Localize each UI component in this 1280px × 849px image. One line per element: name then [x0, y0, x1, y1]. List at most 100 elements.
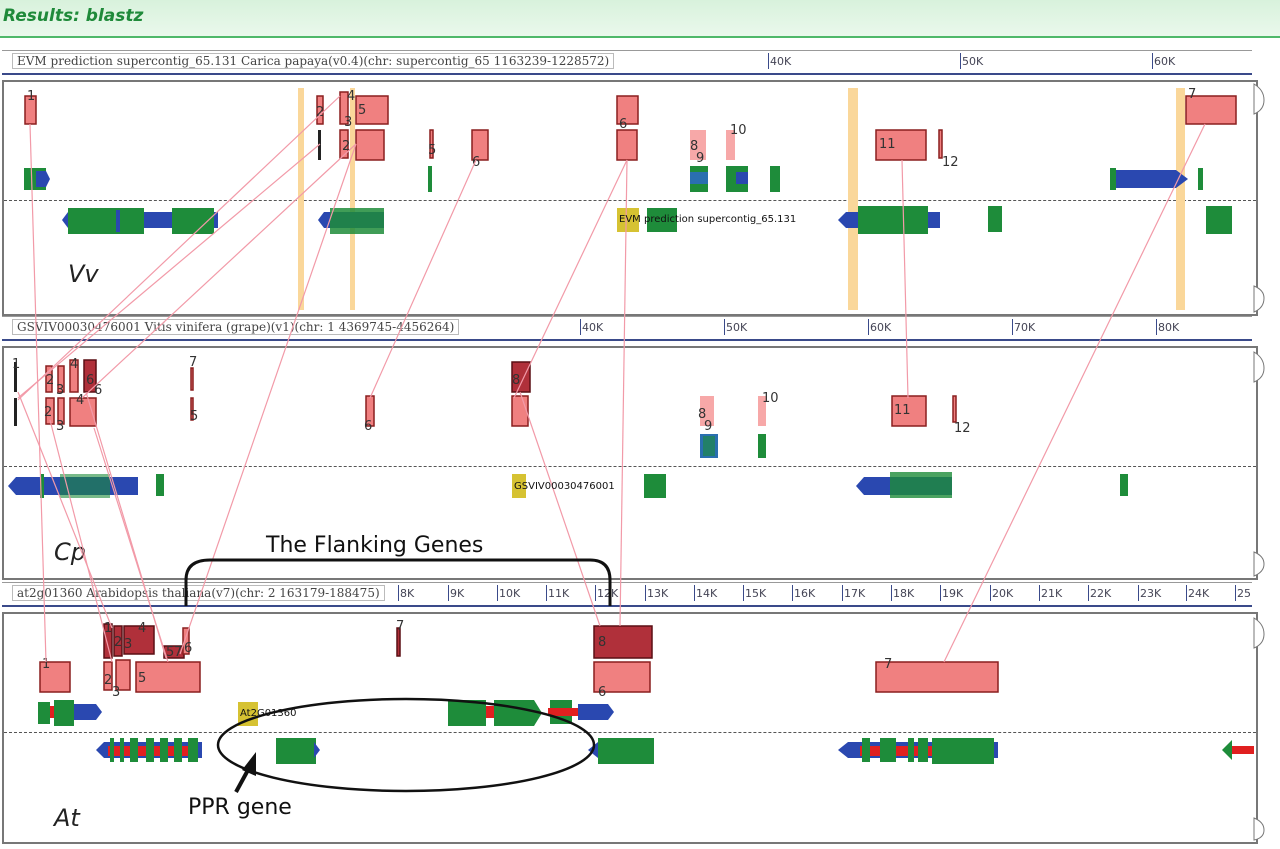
svg-text:5: 5 [190, 409, 198, 424]
svg-text:6: 6 [94, 383, 102, 398]
gene-models-papaya[interactable] [24, 166, 1232, 234]
species-label-at: At [54, 804, 80, 832]
svg-text:10: 10 [730, 123, 747, 138]
ruler-tick: 17K [841, 585, 866, 601]
ruler-tick: 19K [939, 585, 964, 601]
svg-text:2: 2 [44, 405, 52, 420]
svg-text:2: 2 [114, 635, 122, 650]
ruler-tick: 14K [693, 585, 718, 601]
svg-text:1: 1 [42, 657, 50, 672]
ppr-arrow [234, 752, 256, 793]
ruler-tick: 60K [1151, 53, 1176, 69]
svg-text:12: 12 [942, 155, 959, 170]
svg-text:1: 1 [12, 357, 20, 372]
strand-divider [4, 732, 1256, 733]
flanking-genes-bracket [184, 558, 612, 606]
hsp-numbers-grape: 1 2 3 4 6 6 2 3 4 7 5 6 8 8 9 10 11 12 [12, 355, 971, 436]
synteny-links [17, 95, 1206, 663]
svg-text:8: 8 [690, 139, 698, 154]
track-ruler-grape[interactable]: GSVIV00030476001 Vitis vinifera (grape)(… [2, 316, 1252, 341]
svg-text:1: 1 [27, 89, 35, 104]
svg-text:3: 3 [112, 685, 120, 700]
gene-models-grape[interactable] [8, 434, 1128, 498]
feature-label-grape[interactable]: GSVIV00030476001 [514, 481, 615, 492]
hsp-blocks-arabidopsis[interactable] [39, 623, 999, 693]
ruler-tick: 16K [791, 585, 816, 601]
svg-text:4: 4 [76, 393, 84, 408]
ruler-tick: 12K [594, 585, 619, 601]
species-label-cp: Cp [54, 538, 86, 566]
panel-scroll-handles[interactable] [1253, 83, 1265, 841]
svg-text:11: 11 [879, 137, 896, 152]
svg-text:8: 8 [698, 407, 706, 422]
ruler-tick: 40K [767, 53, 792, 69]
track-ruler-arabidopsis[interactable]: at2g01360 Arabidopsis thaliana(v7)(chr: … [2, 582, 1252, 607]
svg-text:3: 3 [56, 383, 64, 398]
hsp-numbers-arabidopsis: 1 2 3 4 5 7 6 1 2 3 5 7 8 6 7 [42, 619, 892, 700]
svg-text:2: 2 [46, 373, 54, 388]
svg-text:7: 7 [189, 355, 197, 370]
ruler-tick: 22K [1087, 585, 1112, 601]
svg-text:2: 2 [104, 673, 112, 688]
gene-models-arabidopsis[interactable] [38, 700, 1254, 764]
ruler-tick: 60K [867, 319, 892, 335]
ruler-tick: 50K [723, 319, 748, 335]
svg-text:4: 4 [347, 89, 355, 104]
track-header-papaya: EVM prediction supercontig_65.131 Carica… [12, 53, 615, 69]
strand-divider [4, 200, 1256, 201]
svg-text:7: 7 [396, 619, 404, 634]
ruler-tick: 8K [397, 585, 415, 601]
ruler-tick: 20K [989, 585, 1014, 601]
svg-text:12: 12 [954, 421, 971, 436]
ruler-tick: 13K [644, 585, 669, 601]
ppr-gene-label: PPR gene [188, 795, 292, 820]
svg-text:11: 11 [894, 403, 911, 418]
ppr-gene-ellipse [216, 697, 596, 793]
svg-text:10: 10 [762, 391, 779, 406]
svg-text:6: 6 [184, 641, 192, 656]
hsp-numbers-papaya: 1 2 3 4 5 2 5 6 6 8 9 10 11 12 7 [27, 87, 1196, 170]
ruler-tick: 10K [496, 585, 521, 601]
svg-text:5: 5 [138, 671, 146, 686]
svg-text:5: 5 [358, 103, 366, 118]
svg-text:5: 5 [166, 645, 174, 660]
svg-text:1: 1 [104, 621, 112, 636]
svg-text:4: 4 [70, 357, 78, 372]
window-title: Results: blastz [3, 6, 144, 26]
svg-text:6: 6 [86, 373, 94, 388]
window-title-bar: Results: blastz [0, 0, 1280, 38]
track-panel-grape: Cp [2, 346, 1258, 580]
ruler-tick: 40K [579, 319, 604, 335]
svg-text:4: 4 [138, 621, 146, 636]
highlight-bands [298, 88, 1185, 310]
svg-text:5: 5 [428, 143, 436, 158]
ruler-tick: 21K [1038, 585, 1063, 601]
feature-label-papaya[interactable]: EVM prediction supercontig_65.131 [619, 214, 797, 225]
track-header-arabidopsis: at2g01360 Arabidopsis thaliana(v7)(chr: … [12, 585, 385, 601]
ruler-tick: 11K [545, 585, 570, 601]
svg-text:9: 9 [704, 419, 712, 434]
svg-text:8: 8 [598, 635, 606, 650]
track-ruler-papaya[interactable]: EVM prediction supercontig_65.131 Carica… [2, 50, 1252, 75]
hsp-blocks-papaya[interactable] [24, 91, 1237, 161]
hsp-blocks-grape[interactable] [14, 359, 957, 427]
svg-text:2: 2 [342, 139, 350, 154]
svg-text:3: 3 [56, 419, 64, 434]
ruler-tick: 18K [890, 585, 915, 601]
ruler-tick: 80K [1155, 319, 1180, 335]
flanking-genes-label: The Flanking Genes [266, 533, 484, 558]
ruler-tick: 23K [1137, 585, 1162, 601]
feature-label-arabidopsis[interactable]: At2G01360 [240, 708, 297, 719]
svg-text:3: 3 [344, 115, 352, 130]
svg-text:6: 6 [364, 419, 372, 434]
strand-divider [4, 466, 1256, 467]
svg-text:6: 6 [619, 117, 627, 132]
svg-text:9: 9 [696, 151, 704, 166]
svg-text:7: 7 [884, 657, 892, 672]
svg-text:2: 2 [316, 105, 324, 120]
svg-text:7: 7 [1188, 87, 1196, 102]
svg-text:6: 6 [472, 155, 480, 170]
ruler-tick: 70K [1011, 319, 1036, 335]
svg-text:3: 3 [124, 637, 132, 652]
